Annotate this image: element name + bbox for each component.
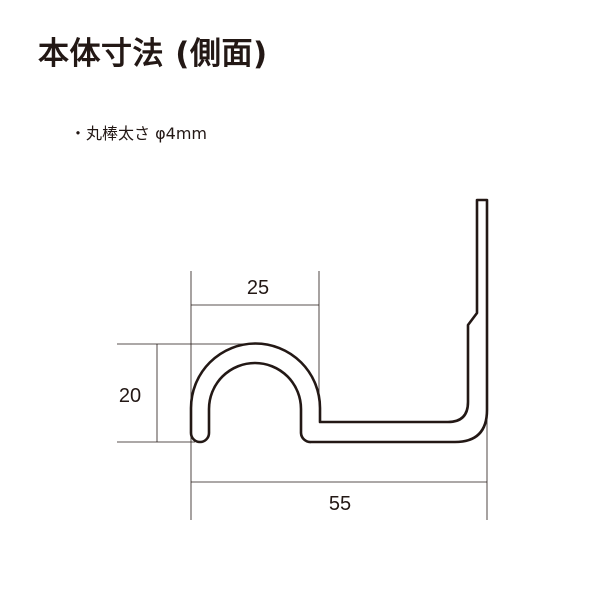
- rod-thickness-note: ・丸棒太さ φ4mm: [70, 124, 207, 143]
- page-title: 本体寸法 (側面): [38, 36, 268, 72]
- dimension-label-55: 55: [329, 493, 351, 515]
- dimension-label-25: 25: [247, 277, 269, 299]
- hook-profile: [189, 198, 489, 444]
- dimension-label-20: 20: [119, 385, 141, 407]
